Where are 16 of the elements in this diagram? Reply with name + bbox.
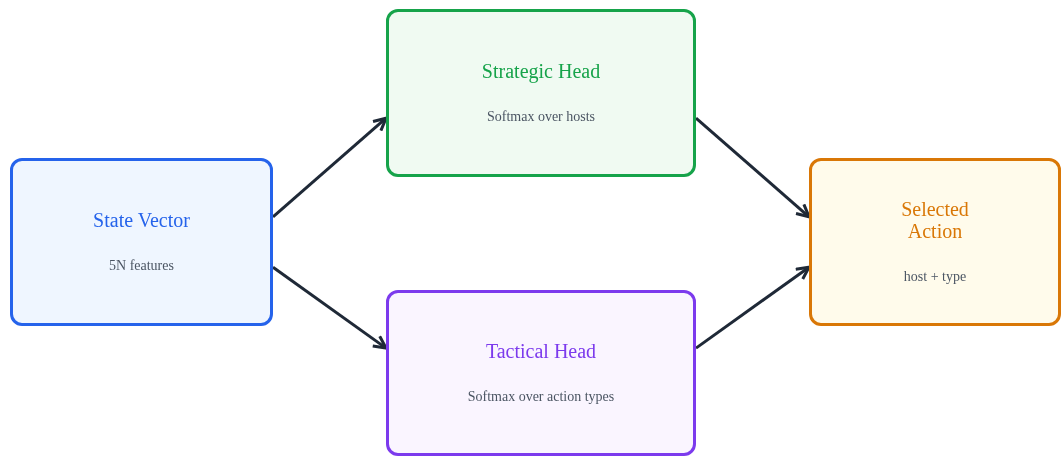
- process-box: [10, 158, 273, 326]
- arrow: [695, 265, 811, 350]
- box-title: Strategic Head: [481, 59, 601, 82]
- arrow: [272, 116, 388, 218]
- box-title: State Vector: [93, 208, 190, 231]
- arrow: [695, 117, 811, 219]
- box-subtitle: host + type: [903, 267, 967, 286]
- box-title: Selected Action: [900, 197, 970, 242]
- process-box: [386, 9, 696, 177]
- box-subtitle: Softmax over action types: [467, 387, 615, 406]
- box-title: Tactical Head: [485, 339, 597, 362]
- process-box: [809, 158, 1061, 326]
- box-subtitle: Softmax over hosts: [486, 107, 596, 126]
- process-box: [386, 290, 696, 456]
- arrow: [272, 266, 388, 350]
- box-subtitle: 5N features: [109, 256, 174, 275]
